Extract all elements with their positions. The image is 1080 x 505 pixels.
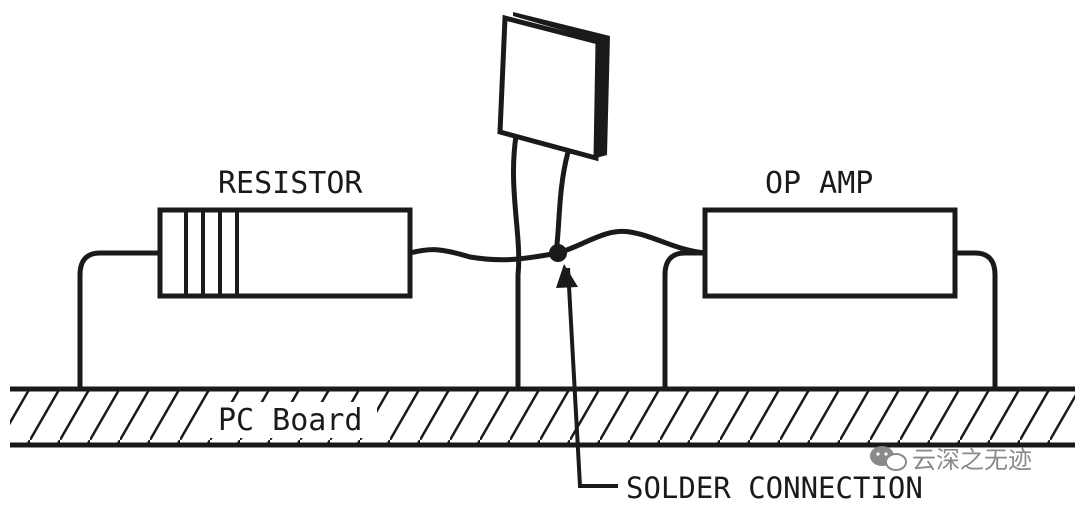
resistor-label: RESISTOR bbox=[218, 166, 363, 201]
top-component bbox=[497, 12, 610, 162]
op-amp-label: OP AMP bbox=[765, 166, 873, 201]
top-component-lead-left bbox=[511, 135, 522, 388]
resistor-left-lead bbox=[77, 250, 160, 388]
op-amp-left-lead bbox=[662, 250, 705, 388]
op-amp-input-wire bbox=[557, 228, 706, 256]
solder-joint bbox=[549, 244, 567, 262]
watermark-text: 云深之无迹 bbox=[912, 446, 1032, 474]
resistor-right-lead bbox=[409, 247, 559, 263]
solder-callout-arrowhead bbox=[556, 264, 578, 288]
solder-callout-line bbox=[566, 267, 618, 488]
op-amp bbox=[702, 207, 958, 299]
op-amp-right-lead bbox=[955, 250, 998, 388]
pc-board bbox=[10, 386, 1075, 448]
wechat-icon bbox=[870, 446, 907, 471]
pc-board-label: PC Board bbox=[218, 403, 363, 438]
resistor bbox=[157, 207, 413, 299]
solder-connection-label: SOLDER CONNECTION bbox=[626, 471, 923, 505]
top-component-lead-right bbox=[553, 151, 571, 254]
